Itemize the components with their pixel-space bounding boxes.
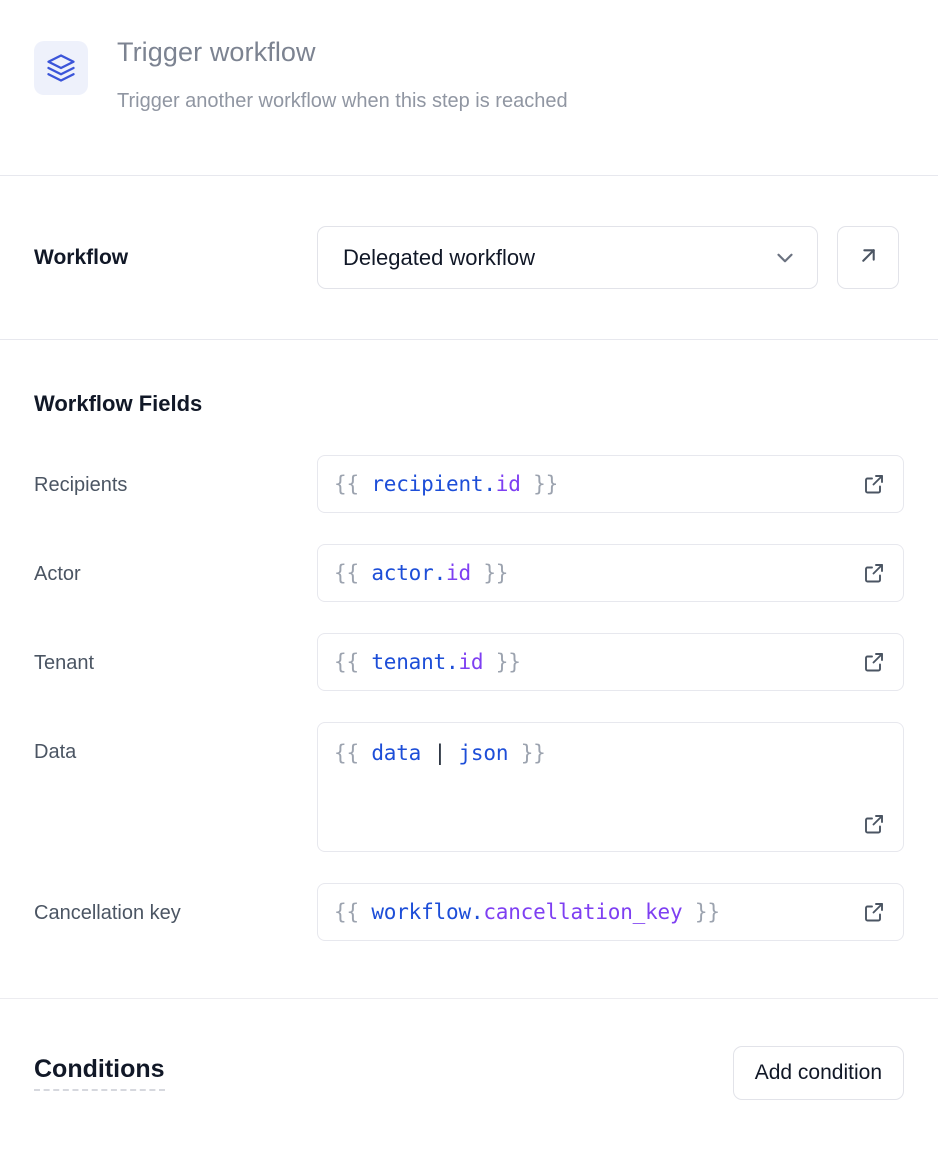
workflow-select-group: Delegated workflow: [317, 226, 904, 289]
field-input[interactable]: {{ recipient.id }}: [317, 455, 904, 513]
divider-header: [0, 175, 938, 176]
conditions-section: Conditions Add condition: [0, 999, 938, 1146]
field-label: Cancellation key: [34, 902, 181, 924]
workflow-row: Workflow Delegated workflow: [0, 176, 938, 339]
arrow-up-right-icon: [856, 243, 881, 273]
field-label: Recipients: [34, 474, 128, 496]
field-input[interactable]: {{ data | json }}: [317, 722, 904, 852]
layers-icon: [34, 41, 88, 95]
workflow-fields-heading: Workflow Fields: [34, 391, 203, 416]
field-value: {{ tenant.id }}: [334, 650, 521, 674]
field-row: Tenant {{ tenant.id }}: [34, 633, 904, 691]
workflow-select[interactable]: Delegated workflow: [317, 226, 818, 289]
workflow-select-value: Delegated workflow: [343, 244, 535, 270]
workflow-label: Workflow: [34, 245, 129, 269]
workflow-fields-section: Workflow Fields Recipients {{ recipient.i…: [0, 340, 938, 998]
workflow-fields-list: Recipients {{ recipient.id }} Actor {{ acto…: [34, 455, 904, 941]
chevron-down-icon: [772, 245, 798, 271]
divider-workflow: [0, 339, 938, 340]
field-label: Tenant: [34, 652, 95, 674]
page-subtitle: Trigger another workflow when this step …: [117, 90, 568, 112]
field-value: {{ data | json }}: [334, 741, 546, 765]
field-label: Actor: [34, 563, 81, 585]
field-input[interactable]: {{ actor.id }}: [317, 544, 904, 602]
open-workflow-button[interactable]: [837, 226, 899, 289]
external-link-icon[interactable]: [861, 471, 887, 497]
field-value: {{ recipient.id }}: [334, 472, 559, 496]
divider-fields: [0, 998, 938, 999]
field-row: Data {{ data | json }}: [34, 722, 904, 852]
external-link-icon[interactable]: [861, 560, 887, 586]
step-header: Trigger workflow Trigger another workflo…: [0, 0, 938, 175]
field-value: {{ workflow.cancellation_key }}: [334, 900, 720, 924]
field-row: Actor {{ actor.id }}: [34, 544, 904, 602]
external-link-icon[interactable]: [861, 899, 887, 925]
field-row: Recipients {{ recipient.id }}: [34, 455, 904, 513]
page-title: Trigger workflow: [117, 37, 316, 67]
external-link-icon[interactable]: [861, 811, 887, 837]
step-header-text: Trigger workflow Trigger another workflo…: [117, 34, 568, 115]
field-input[interactable]: {{ tenant.id }}: [317, 633, 904, 691]
field-value: {{ actor.id }}: [334, 561, 509, 585]
field-input[interactable]: {{ workflow.cancellation_key }}: [317, 883, 904, 941]
conditions-title: Conditions: [34, 1054, 165, 1091]
field-label: Data: [34, 741, 77, 763]
add-condition-button[interactable]: Add condition: [732, 1045, 904, 1100]
field-row: Cancellation key {{ workflow.cancellation…: [34, 883, 904, 941]
external-link-icon[interactable]: [861, 649, 887, 675]
